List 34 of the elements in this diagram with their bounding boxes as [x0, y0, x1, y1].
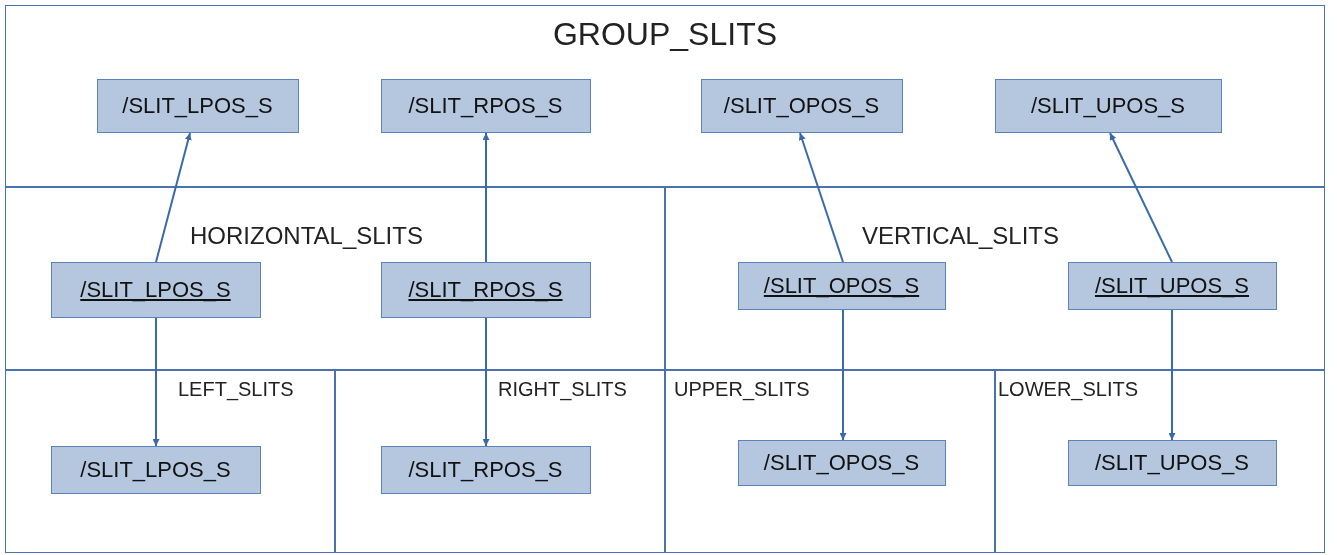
arrow	[482, 317, 490, 447]
group-panel	[5, 370, 335, 553]
group-title: VERTICAL_SLITS	[862, 224, 1059, 248]
group-panel	[665, 187, 1325, 370]
arrow	[1168, 309, 1176, 441]
group-title: LEFT_SLITS	[178, 379, 294, 399]
variable-box: /SLIT_UPOS_S	[1067, 261, 1277, 310]
variable-box: /SLIT_LPOS_S	[50, 445, 261, 494]
variable-box: /SLIT_RPOS_S	[380, 78, 591, 133]
group-title: GROUP_SLITS	[552, 18, 778, 50]
variable-box: /SLIT_RPOS_S	[380, 445, 591, 494]
group-panel	[5, 187, 665, 370]
variable-box: /SLIT_OPOS_S	[737, 261, 946, 310]
variable-box: /SLIT_OPOS_S	[700, 78, 903, 133]
group-panel	[995, 370, 1325, 553]
variable-box: /SLIT_UPOS_S	[994, 78, 1222, 133]
arrow	[482, 132, 490, 263]
variable-box: /SLIT_UPOS_S	[1067, 439, 1277, 486]
arrow	[155, 132, 192, 263]
group-panel	[335, 370, 665, 553]
group-panel	[665, 370, 995, 553]
arrow	[1109, 132, 1173, 263]
variable-box: /SLIT_LPOS_S	[96, 78, 299, 133]
variable-box: /SLIT_RPOS_S	[380, 261, 591, 318]
arrow	[798, 132, 844, 263]
group-title: LOWER_SLITS	[998, 379, 1139, 399]
group-panel	[5, 5, 1325, 187]
arrow	[839, 309, 847, 441]
group-title: RIGHT_SLITS	[498, 379, 627, 399]
group-title: UPPER_SLITS	[674, 379, 810, 399]
variable-box: /SLIT_LPOS_S	[50, 261, 261, 318]
group-title: HORIZONTAL_SLITS	[190, 224, 423, 248]
arrow	[152, 317, 160, 447]
variable-box: /SLIT_OPOS_S	[737, 439, 946, 486]
